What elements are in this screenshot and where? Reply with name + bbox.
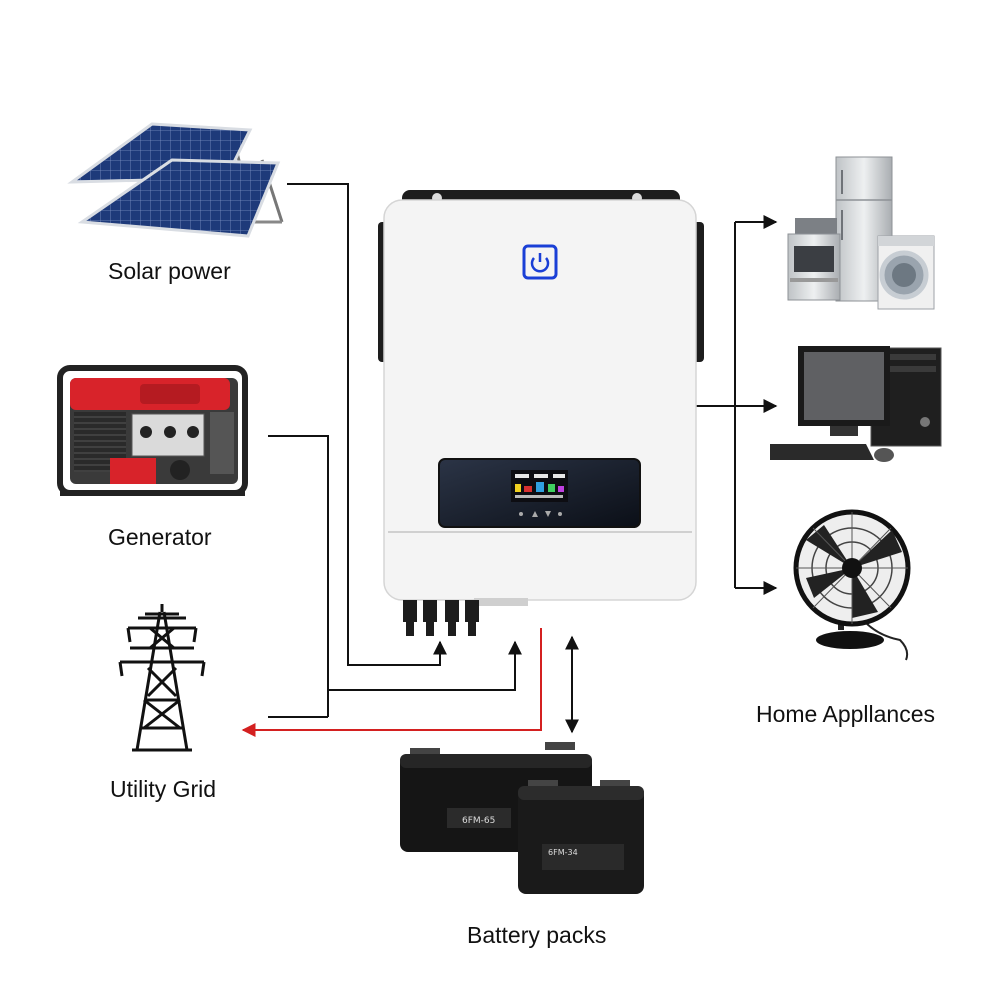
solar-wire bbox=[287, 183, 447, 666]
power-button-icon bbox=[522, 244, 558, 280]
generator-label: Generator bbox=[108, 524, 212, 550]
transmission-tower-icon bbox=[118, 604, 206, 752]
battery-packs-label: Battery packs bbox=[467, 922, 607, 948]
generator-icon bbox=[57, 365, 248, 496]
home-appliances-label: Home Appllances bbox=[756, 701, 935, 727]
battery-icon: 6FM-65 6FM-34 bbox=[400, 742, 644, 894]
utility-grid-label: Utility Grid bbox=[110, 776, 217, 802]
battery-model-small: 6FM-34 bbox=[548, 848, 578, 857]
desktop-computer-icon bbox=[770, 346, 942, 462]
solar-power-label: Solar power bbox=[108, 258, 231, 284]
lcd-display-icon bbox=[511, 470, 568, 502]
battery-model-large: 6FM-65 bbox=[462, 816, 495, 826]
electric-fan-icon bbox=[793, 509, 911, 661]
kitchen-appliances-icon bbox=[787, 156, 935, 310]
solar-panel-icon bbox=[67, 122, 284, 238]
wires bbox=[241, 183, 778, 737]
grid-feed-wire bbox=[241, 628, 542, 737]
inverter-icon bbox=[378, 190, 704, 636]
